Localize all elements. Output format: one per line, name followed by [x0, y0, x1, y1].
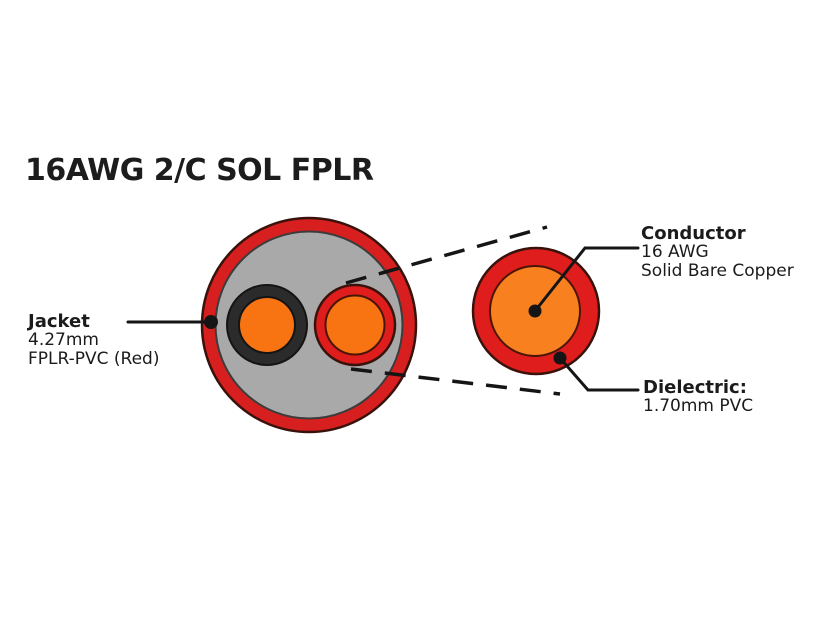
red-conductor-copper: [324, 294, 386, 356]
conductor-callout-gauge: 16 AWG: [641, 242, 709, 262]
dielectric-leader-line: [558, 356, 640, 392]
conductor-callout-material: Solid Bare Copper: [641, 261, 794, 281]
page-title: 16AWG 2/C SOL FPLR: [25, 153, 374, 188]
jacket-leader-dot: [204, 315, 218, 329]
dielectric-callout-heading: Dielectric:: [643, 377, 747, 398]
dielectric-callout-material: 1.70mm PVC: [643, 396, 754, 416]
jacket-callout-heading: Jacket: [28, 311, 90, 332]
jacket-callout-material: FPLR-PVC (Red): [28, 349, 160, 369]
conductor-leader-line: [533, 246, 640, 313]
magnifier-dashed-line-top: [345, 225, 548, 285]
jacket-callout: Jacket 4.27mm FPLR-PVC (Red): [28, 312, 159, 369]
conductor-callout: Conductor 16 AWG Solid Bare Copper: [641, 224, 794, 281]
dielectric-callout: Dielectric: 1.70mm PVC: [643, 378, 753, 416]
conductor-callout-heading: Conductor: [641, 223, 746, 244]
jacket-callout-size: 4.27mm: [28, 330, 99, 350]
magnifier-dashed-line-bottom: [350, 367, 561, 396]
black-conductor-copper: [238, 296, 296, 354]
